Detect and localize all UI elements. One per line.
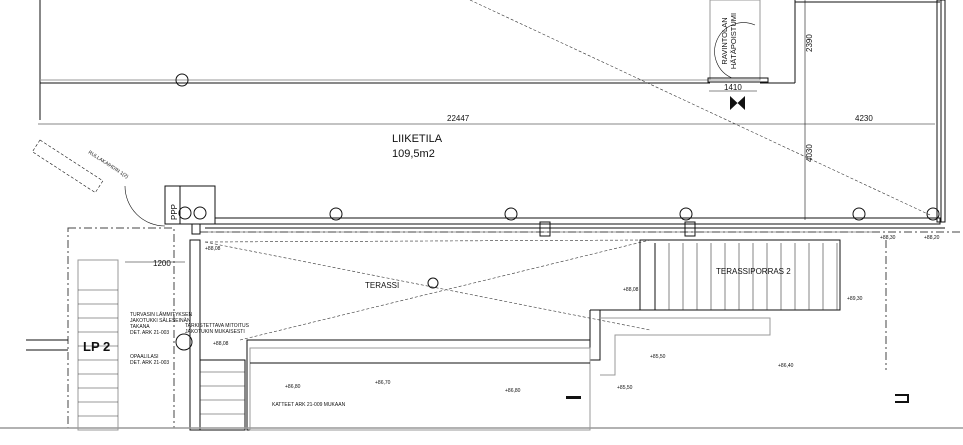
level-mark: +89,30: [847, 296, 863, 302]
note-text: TAKANA: [130, 324, 150, 330]
room-name: LIIKETILA: [392, 133, 443, 145]
note-text: OPAALILASI: [130, 354, 159, 360]
level-mark: +86,80: [285, 384, 301, 390]
level-mark: +85,50: [650, 354, 666, 360]
terrace-stairs-label: TERASSIPORRAS 2: [716, 267, 791, 276]
dimension-2390: 2390: [805, 34, 814, 52]
shutter-label: RULLAKAIHDIN 1(2): [87, 150, 130, 181]
dimension-4230: 4230: [855, 114, 873, 123]
room-area: 109,5m2: [392, 148, 435, 160]
note-text: JAKOTUKIN MUKAISESTI: [185, 329, 245, 335]
dimension-1410: 1410: [724, 83, 742, 92]
note-text: TARKISTETTAVA MITOITUS: [185, 323, 250, 329]
room-walls: [39, 0, 963, 233]
emergency-exit-label: RAVINTOLAN HÄTÄPOISTUMI: [720, 12, 738, 70]
level-mark: +88,20: [924, 235, 940, 241]
level-mark: +88,30: [880, 235, 896, 241]
note-text: TURVASIN LÄMMITYKSEN: [130, 311, 192, 318]
exit-arrow-icon: [730, 96, 745, 110]
dimension-1200: 1200: [153, 259, 171, 268]
stair-label: LP 2: [83, 339, 110, 354]
dimension-4030: 4030: [805, 144, 814, 162]
ppp-label: PPP: [170, 204, 179, 220]
dimension-lines: [38, 0, 935, 341]
level-mark: +88,08: [213, 341, 229, 347]
note-text: DET. ARK 21-003: [130, 330, 169, 336]
level-mark: +85,50: [617, 385, 633, 391]
note-text: DET. ARK 21-003: [130, 360, 169, 366]
shutter: [31, 139, 166, 227]
terrace-stairs: [589, 239, 841, 376]
terrace-label: TERASSI: [365, 281, 399, 290]
columns: [175, 73, 940, 351]
stair-lp2: [0, 227, 963, 431]
level-mark: +88,08: [623, 287, 639, 293]
level-mark: +88,08: [205, 246, 221, 252]
level-mark: +86,70: [375, 380, 391, 386]
level-mark: +86,80: [505, 388, 521, 394]
level-mark: +86,40: [778, 363, 794, 369]
dimension-22447: 22447: [447, 114, 470, 123]
note-text: KATTEET ARK 21-009 MUKAAN: [272, 402, 346, 408]
note-text: JAKOTUKKI SÄLESEINÄN: [130, 317, 191, 324]
